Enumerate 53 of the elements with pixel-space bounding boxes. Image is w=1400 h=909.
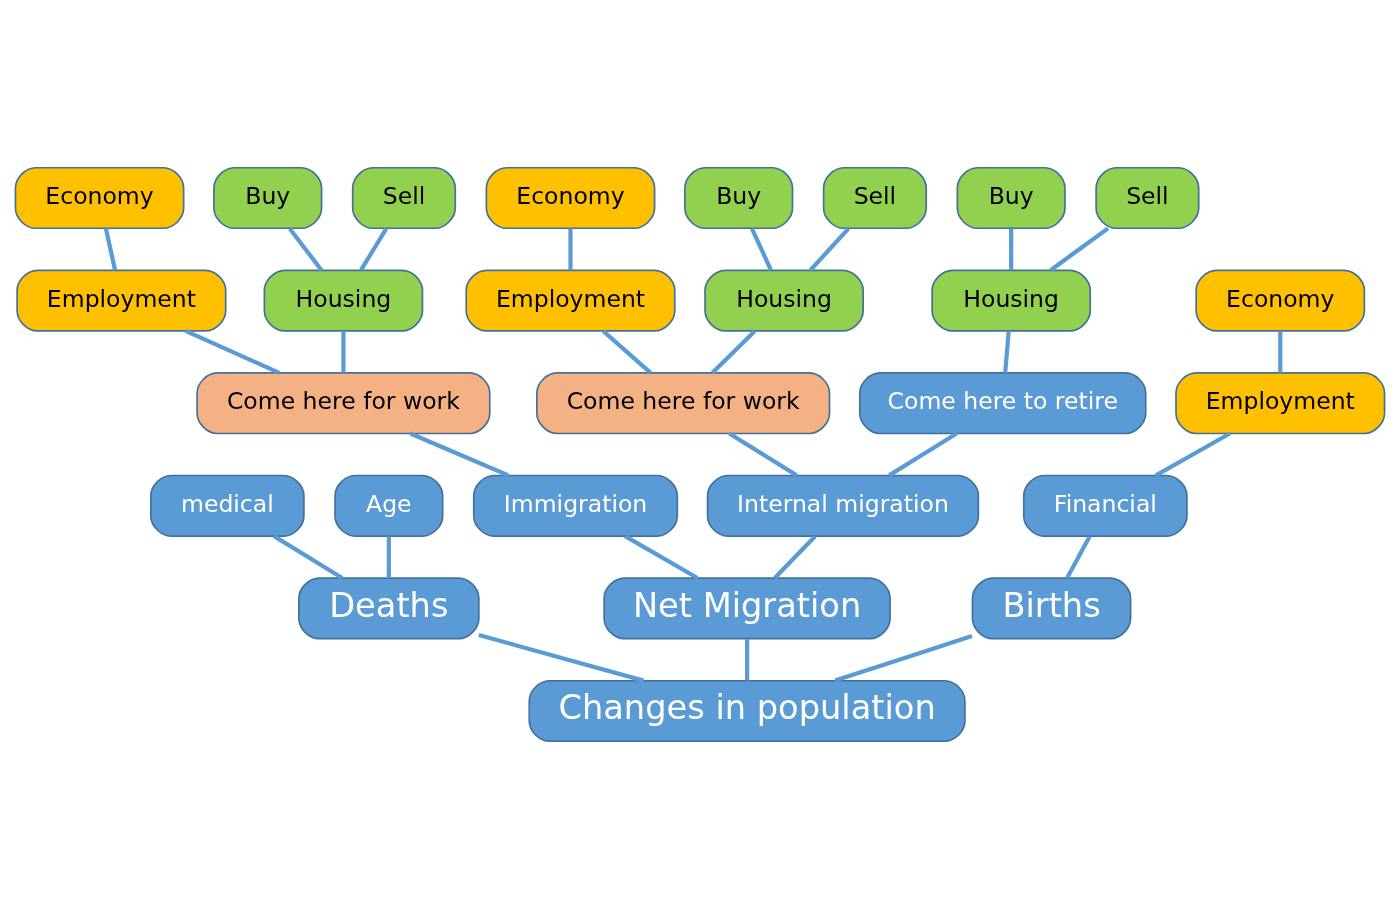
connector	[1003, 331, 1011, 373]
node-box: Economy	[485, 166, 656, 230]
node-box: Deaths	[298, 577, 480, 640]
connector	[834, 634, 973, 683]
node-box: Come here to retire	[858, 372, 1147, 435]
connector	[359, 227, 389, 272]
node-box: Come here for work	[536, 372, 831, 435]
node-box: Economy	[14, 166, 185, 230]
connector	[888, 431, 958, 478]
node-box: Employment	[465, 269, 676, 332]
connector	[602, 329, 652, 375]
connector	[288, 227, 324, 272]
node-box: Buy	[684, 166, 794, 230]
node-box: Housing	[704, 269, 864, 332]
connector	[184, 329, 281, 375]
node-box: Births	[971, 577, 1132, 640]
connector	[1065, 535, 1092, 579]
connector	[103, 228, 118, 271]
connector	[341, 331, 346, 373]
node-box: Buy	[956, 166, 1066, 230]
connector	[1154, 431, 1231, 478]
node-box: Sell	[822, 166, 928, 230]
node-box: Employment	[16, 269, 227, 332]
connector	[409, 431, 510, 478]
node-box: Age	[334, 474, 444, 537]
node-box: Buy	[213, 166, 323, 230]
connector	[386, 536, 391, 578]
node-box: Internal migration	[706, 474, 980, 537]
node-box: Employment	[1175, 372, 1386, 435]
connector	[745, 639, 750, 681]
connector	[773, 535, 817, 580]
connector	[568, 228, 573, 271]
node-box: Economy	[1195, 269, 1366, 332]
connector	[808, 227, 850, 272]
connector	[1049, 226, 1110, 272]
node-box: Net Migration	[603, 577, 891, 640]
connector	[1009, 228, 1014, 271]
connector	[1278, 331, 1283, 373]
node-box: Changes in population	[528, 679, 966, 743]
connector	[750, 227, 773, 272]
node-box: Housing	[263, 269, 424, 332]
connector	[478, 633, 645, 683]
node-box: Housing	[931, 269, 1092, 332]
node-box: Financial	[1022, 474, 1188, 537]
node-box: Come here for work	[196, 372, 491, 435]
connector	[272, 534, 344, 580]
connector	[728, 431, 798, 478]
node-box: medical	[150, 474, 305, 537]
node-box: Immigration	[472, 474, 679, 537]
connector	[624, 534, 699, 580]
node-box: Sell	[351, 166, 457, 230]
node-box: Sell	[1095, 166, 1200, 230]
connector	[710, 329, 757, 375]
